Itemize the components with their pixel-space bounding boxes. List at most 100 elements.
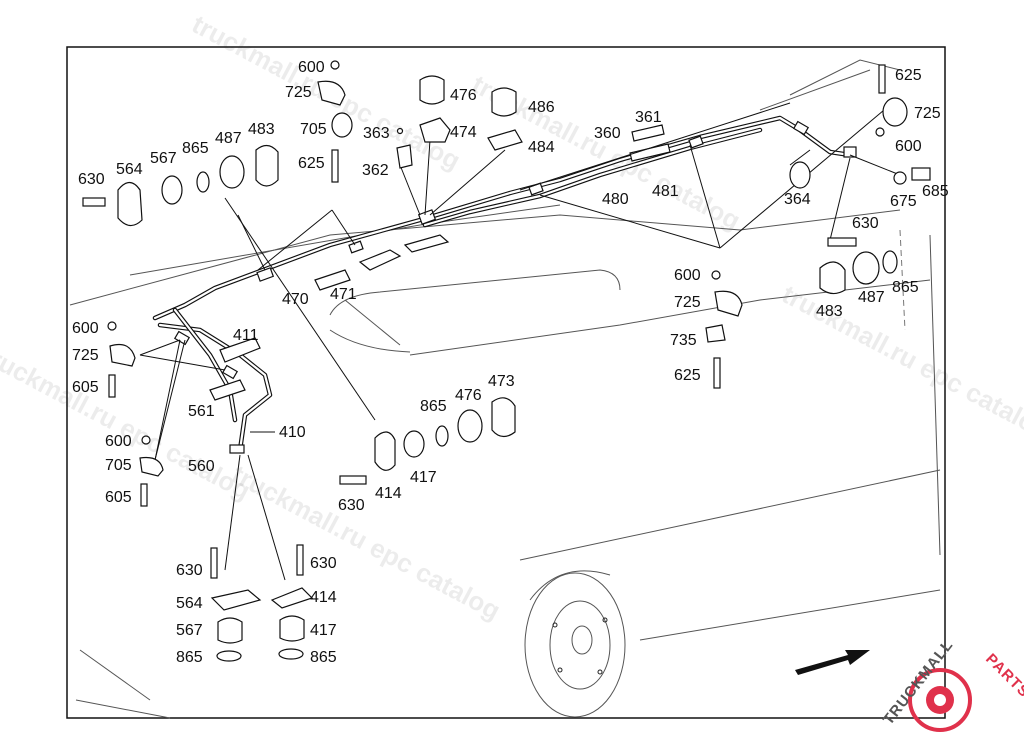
valve-icon <box>396 144 413 169</box>
callout-label: 417 <box>310 622 337 639</box>
callout-label: 865 <box>892 279 919 296</box>
bolt-icon <box>713 357 721 389</box>
diagram-frame <box>66 46 946 719</box>
nut-icon <box>875 127 885 137</box>
callout-label: 630 <box>338 497 365 514</box>
bolt-icon <box>108 374 116 398</box>
flange-icon <box>270 587 314 609</box>
callout-label: 487 <box>858 289 885 306</box>
callout-label: 483 <box>248 121 275 138</box>
callout-label: 630 <box>78 171 105 188</box>
block-icon <box>419 117 451 143</box>
callout-label: 470 <box>282 291 309 308</box>
ring-icon <box>435 425 449 447</box>
nut-icon <box>107 321 117 331</box>
clamp-icon <box>705 324 726 343</box>
bush-icon <box>217 617 243 644</box>
callout-label: 561 <box>188 403 215 420</box>
callout-label: 360 <box>594 125 621 142</box>
callout-label: 473 <box>488 373 515 390</box>
callout-label: 705 <box>105 457 132 474</box>
bolt-icon <box>331 149 339 183</box>
callout-label: 471 <box>330 286 357 303</box>
logo-gear-icon <box>908 668 972 732</box>
callout-label: 362 <box>362 162 389 179</box>
clamp-icon <box>331 112 353 138</box>
bracket-icon <box>487 129 523 151</box>
callout-label: 410 <box>279 424 306 441</box>
part-group-center-flange <box>339 397 516 485</box>
part-group-top-left-clamp <box>317 60 353 183</box>
clamp-icon <box>109 343 136 367</box>
callout-label: 484 <box>528 139 555 156</box>
nut-icon <box>711 270 721 280</box>
brand-logo: TRUCKMALL PARTS <box>880 637 1024 732</box>
bolt-icon <box>827 237 857 247</box>
clamp-icon <box>317 80 346 106</box>
fitting-icon <box>911 167 931 181</box>
callout-labels: 600 725 705 625 476 486 363 474 484 362 … <box>72 59 949 666</box>
callout-label: 363 <box>363 125 390 142</box>
flange-icon <box>117 181 143 227</box>
nut-icon <box>330 60 340 70</box>
ring-icon <box>278 648 304 660</box>
callout-label: 725 <box>285 84 312 101</box>
nut-icon <box>141 435 151 445</box>
flange-icon <box>819 261 846 295</box>
ring-icon <box>216 650 242 662</box>
callout-label: 361 <box>635 109 662 126</box>
callout-label: 625 <box>895 67 922 84</box>
cap-icon <box>419 75 445 105</box>
clamp-icon <box>139 456 164 477</box>
callout-label: 480 <box>602 191 629 208</box>
bolt-icon <box>878 64 886 94</box>
callout-label: 675 <box>890 193 917 210</box>
bush-icon <box>279 615 305 642</box>
pin-icon <box>396 127 404 135</box>
callout-label: 600 <box>674 267 701 284</box>
clamp-icon <box>714 290 743 317</box>
sleeve-icon <box>457 409 483 443</box>
cap-icon <box>491 87 517 117</box>
pipe-network <box>152 115 857 454</box>
callout-label: 486 <box>528 99 555 116</box>
clamp-icon <box>882 97 908 127</box>
part-group-top-right <box>789 64 931 189</box>
part-group-bottom-left <box>210 544 314 662</box>
callout-label: 476 <box>450 87 477 104</box>
callout-label: 725 <box>914 105 941 122</box>
watermark: truckmall.ru epc catalog <box>777 279 1024 446</box>
callout-label: 564 <box>116 161 143 178</box>
callout-label: 625 <box>298 155 325 172</box>
callout-label: 414 <box>310 589 337 606</box>
callout-label: 725 <box>674 294 701 311</box>
vehicle-outline <box>69 59 941 719</box>
callout-label: 605 <box>105 489 132 506</box>
flange-icon <box>491 397 516 438</box>
callout-label: 865 <box>176 649 203 666</box>
sleeve-icon <box>789 161 811 189</box>
ring-icon <box>196 171 210 193</box>
callout-label: 865 <box>310 649 337 666</box>
callout-label: 560 <box>188 458 215 475</box>
part-group-right-flange <box>819 237 898 295</box>
sleeve-icon <box>852 251 880 285</box>
callout-label: 735 <box>670 332 697 349</box>
callout-label: 364 <box>784 191 811 208</box>
bush-icon <box>161 175 183 205</box>
callout-label: 600 <box>298 59 325 76</box>
part-group-mid-clamp <box>705 270 743 389</box>
part-group-top-center <box>396 75 523 169</box>
bolt-icon <box>210 547 218 579</box>
callout-label: 630 <box>176 562 203 579</box>
callout-label: 411 <box>233 327 259 344</box>
callout-label: 481 <box>652 183 679 200</box>
callout-label: 865 <box>182 140 209 157</box>
callout-label: 414 <box>375 485 402 502</box>
callout-label: 417 <box>410 469 437 486</box>
sleeve-icon <box>219 155 245 189</box>
bush-icon <box>403 430 425 458</box>
callout-label: 567 <box>176 622 203 639</box>
callout-label: 567 <box>150 150 177 167</box>
